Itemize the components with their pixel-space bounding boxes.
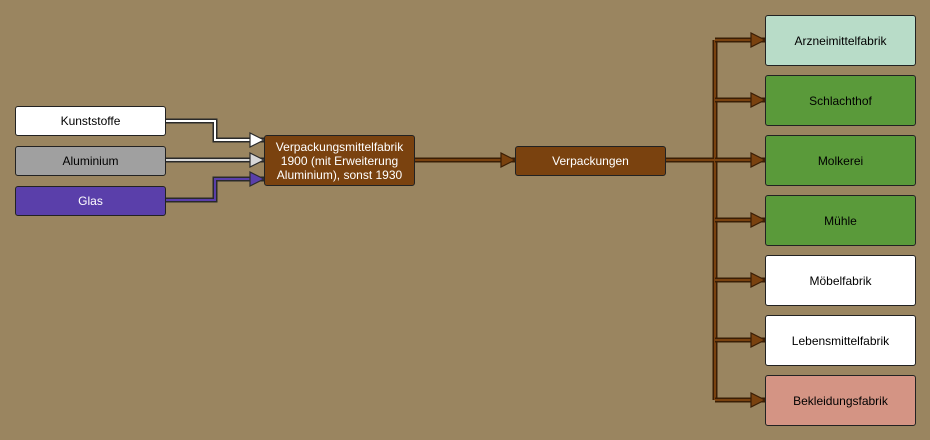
connector-to-consumer-6-arrowhead	[750, 392, 767, 408]
consumer-node-muehle: Mühle	[765, 195, 916, 246]
input-node-kunststoffe: Kunststoffe	[15, 106, 166, 136]
product-node: Verpackungen	[515, 146, 666, 176]
consumer-node-arzneimittelfabrik: Arzneimittelfabrik	[765, 15, 916, 66]
factory-label: Verpackungsmittelfabrik 1900 (mit Erweit…	[275, 139, 404, 182]
product-label: Verpackungen	[552, 154, 629, 168]
connector-to-consumer-4-arrowhead	[750, 272, 767, 288]
consumer-node-moebelfabrik: Möbelfabrik	[765, 255, 916, 306]
consumer-node-schlachthof: Schlachthof	[765, 75, 916, 126]
consumer-node-molkerei: Molkerei	[765, 135, 916, 186]
connector-kunststoffe-arrowhead	[249, 132, 266, 148]
consumer-label: Arzneimittelfabrik	[794, 33, 887, 48]
consumer-label: Lebensmittelfabrik	[791, 333, 890, 348]
connector-aluminium-arrowhead	[249, 152, 266, 168]
factory-node: Verpackungsmittelfabrik 1900 (mit Erweit…	[264, 135, 415, 186]
consumer-label: Möbelfabrik	[809, 273, 872, 288]
input-node-glas: Glas	[15, 186, 166, 216]
connector-to-consumer-0-arrowhead	[750, 32, 767, 48]
consumer-label: Mühle	[824, 213, 857, 228]
input-label: Kunststoffe	[60, 114, 121, 128]
connector-glas-line	[166, 178, 264, 201]
input-node-aluminium: Aluminium	[15, 146, 166, 176]
consumer-label: Molkerei	[817, 153, 864, 168]
connector-to-consumer-1-arrowhead	[750, 92, 767, 108]
connector-to-consumer-5-arrowhead	[750, 332, 767, 348]
connector-glas-arrowhead	[249, 171, 266, 187]
connector-kunststoffe-line	[166, 120, 264, 141]
consumer-label: Bekleidungsfabrik	[793, 393, 888, 408]
input-label: Aluminium	[62, 154, 119, 168]
consumer-node-bekleidungsfabrik: Bekleidungsfabrik	[765, 375, 916, 426]
connector-to-consumer-2-arrowhead	[750, 152, 767, 168]
consumer-label: Schlachthof	[809, 93, 872, 108]
connector-factory-product-arrowhead	[500, 152, 517, 168]
connector-to-consumer-3-arrowhead	[750, 212, 767, 228]
consumer-node-lebensmittelfabrik: Lebensmittelfabrik	[765, 315, 916, 366]
input-label: Glas	[78, 194, 103, 208]
